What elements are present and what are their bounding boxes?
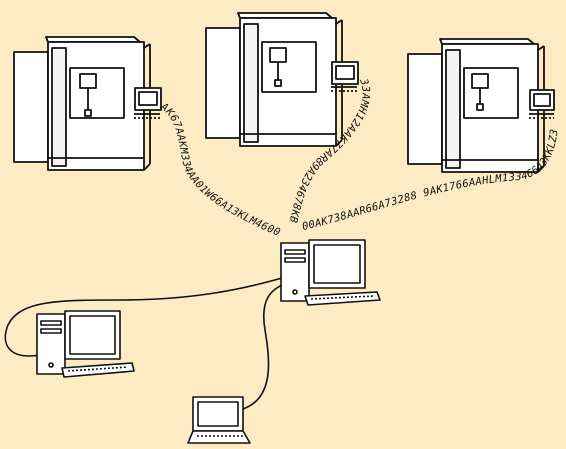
cable-to-client	[4, 277, 283, 357]
cnc-machine-left	[13, 36, 162, 171]
cnc-machine-middle	[205, 12, 359, 147]
laptop	[187, 396, 251, 444]
network-cables	[4, 277, 291, 411]
cable-to-laptop	[239, 281, 291, 411]
cnc-machine-right	[407, 38, 555, 173]
control-panel-icon	[331, 61, 359, 92]
control-panel-icon	[134, 87, 162, 119]
control-panel-icon	[529, 89, 555, 119]
client-computer	[36, 310, 135, 378]
server-computer	[280, 239, 381, 306]
